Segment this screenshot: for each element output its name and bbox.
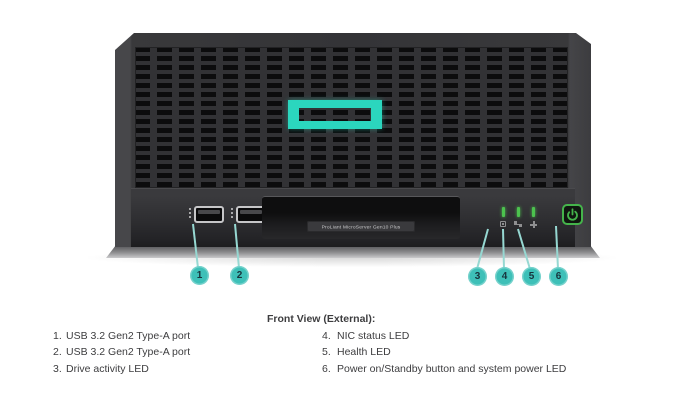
legend-item: 6. Power on/Standby button and system po… — [322, 363, 566, 379]
hpe-logo-icon — [288, 100, 382, 129]
model-name-plate: ProLiant MicroServer Gen10 Plus — [307, 221, 415, 232]
legend-item-label: Power on/Standby button and system power… — [337, 362, 567, 375]
legend-item-number: 2. — [53, 346, 62, 359]
callout-4: 4 — [495, 267, 514, 286]
front-bezel: ProLiant MicroServer Gen10 Plus — [131, 188, 575, 247]
callout-2: 2 — [230, 266, 249, 285]
legend-item-number: 3. — [53, 362, 62, 375]
legend-item-label: USB 3.2 Gen2 Type-A port — [66, 346, 191, 359]
callout-6: 6 — [549, 267, 568, 286]
legend-item-number: 4. — [322, 330, 331, 342]
legend-item: 1. USB 3.2 Gen2 Type-A port — [53, 330, 190, 346]
legend-heading: Front View (External): — [267, 313, 376, 325]
legend-item-label: Drive activity LED — [66, 362, 149, 375]
callout-1: 1 — [190, 266, 209, 285]
drive-activity-icon — [500, 221, 506, 227]
legend-left-column: 1. USB 3.2 Gen2 Type-A port 2. USB 3.2 G… — [53, 330, 190, 379]
usb-speed-mark-icon — [189, 208, 191, 219]
legend-item-number: 6. — [322, 362, 331, 375]
legend-item: 3. Drive activity LED — [53, 363, 190, 379]
model-name-label: ProLiant MicroServer Gen10 Plus — [321, 223, 401, 230]
usb-port-2 — [236, 206, 266, 223]
legend-item: 4. NIC status LED — [322, 330, 566, 346]
legend-item: 5. Health LED — [322, 346, 566, 362]
legend-right-column: 4. NIC status LED 5. Health LED 6. Power… — [322, 330, 566, 379]
power-button — [562, 204, 583, 225]
power-icon — [565, 207, 580, 222]
bezel-recess — [262, 196, 460, 239]
callout-3: 3 — [468, 267, 487, 286]
legend-item: 2. USB 3.2 Gen2 Type-A port — [53, 346, 190, 362]
usb-speed-mark-icon — [231, 208, 233, 219]
callout-5: 5 — [522, 267, 541, 286]
usb-port-1 — [194, 206, 224, 223]
nic-status-led — [517, 207, 520, 217]
legend-item-label: USB 3.2 Gen2 Type-A port — [66, 330, 191, 342]
drive-activity-led — [502, 207, 505, 217]
legend-item-number: 1. — [53, 330, 62, 342]
legend-item-number: 5. — [322, 346, 331, 359]
legend-item-label: NIC status LED — [337, 330, 410, 342]
health-icon — [530, 221, 537, 228]
nic-status-icon — [514, 221, 522, 227]
health-led — [532, 207, 535, 217]
legend-item-label: Health LED — [337, 346, 391, 359]
ventilation-grille — [135, 47, 568, 188]
server-front-panel: ProLiant MicroServer Gen10 Plus — [115, 33, 591, 247]
